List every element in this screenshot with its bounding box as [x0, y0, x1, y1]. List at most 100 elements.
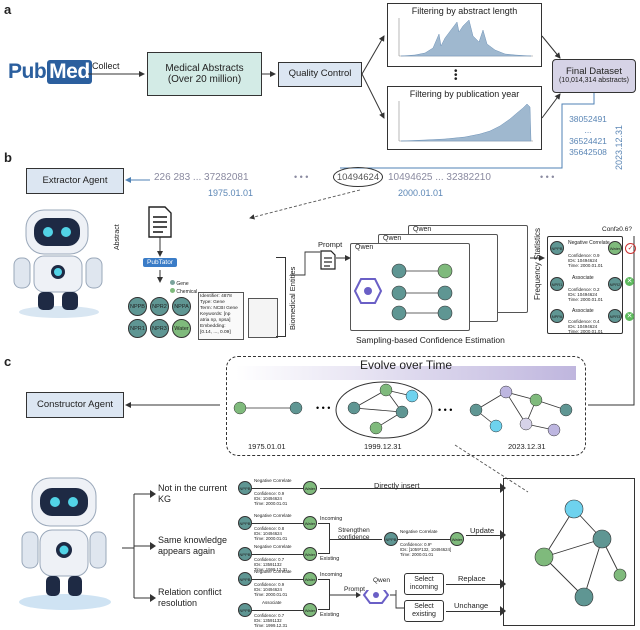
meta-ids: IDs: 13591132	[254, 561, 282, 567]
document-icon	[148, 206, 172, 238]
cross-icon: ✕	[625, 312, 634, 321]
meta-time: Time: 2000.01.01	[400, 551, 434, 557]
kg-node: NPPB	[238, 572, 252, 586]
update-label: Update	[470, 526, 495, 535]
result-conf: Confidence: 0.4	[568, 319, 600, 324]
filter-length-label: Filtering by abstract length	[411, 6, 518, 16]
result-conf: Confidence: 0.2	[568, 287, 600, 292]
result-card: Negative Correlate Confidence: 0.9 IDs: …	[547, 236, 623, 334]
kg-edge	[398, 539, 450, 540]
row1-meta: Confidence: 0.9 IDs: 10494624 Time: 2000…	[254, 491, 288, 507]
qwen-label: Qwen	[355, 244, 374, 251]
prompt-label-c: Prompt	[344, 586, 365, 593]
timeline-date-1: 1975.01.01	[208, 188, 254, 198]
medical-abstracts-box: Medical Abstracts (Over 20 million)	[147, 52, 262, 96]
pmid-dots-2: • • •	[540, 172, 555, 182]
meta-ids: IDs: 10494624	[254, 495, 282, 501]
branch-connector	[122, 490, 156, 602]
info-line: Type: Gene	[200, 299, 225, 305]
prompt-label-b: Prompt	[318, 240, 343, 249]
meta-ids: IDs: 10494624	[254, 586, 282, 592]
medical-title: Medical Abstracts	[165, 62, 244, 74]
replace-label: Replace	[458, 574, 486, 583]
svg-text:• • •: • • •	[438, 405, 452, 415]
result-node: NPR1	[550, 277, 564, 291]
constructor-agent-box: Constructor Agent	[26, 392, 124, 418]
incoming-label: Incoming	[320, 572, 343, 578]
evolve-label: Evolve over Time	[360, 358, 453, 372]
meta-conf: Confidence: 0.7	[254, 557, 285, 562]
filter-vertical-dots: •••	[454, 66, 458, 85]
strengthen-label: Strengthen confidence	[338, 527, 370, 542]
info-line: Identifier: 4878	[200, 294, 232, 299]
entity-node: NPPA	[172, 297, 191, 316]
quality-label: Quality Control	[288, 68, 352, 80]
result-ids: IDs: 10494624	[568, 292, 598, 298]
sampling-label: Sampling-based Confidence Estimation	[356, 335, 505, 345]
legend-gene: Gene	[176, 281, 189, 287]
result-node: Water	[608, 241, 622, 255]
kg-edge	[252, 610, 303, 611]
result-time: Time: 2000.01.01	[568, 263, 603, 269]
pmid-highlight: 10494624	[333, 167, 383, 187]
result-time: Time: 2000.01.01	[568, 297, 603, 303]
bio-entities-label: Biomedical Entities	[288, 266, 297, 330]
prompt-document-icon	[320, 250, 336, 270]
final-dataset-box: Final Dataset (10,014,314 abstracts)	[552, 59, 636, 93]
branch-not-in-kg: Not in the current KG	[158, 483, 228, 504]
kg-node: Water	[303, 481, 317, 495]
svg-text:• • •: • • •	[316, 403, 330, 413]
merge-bracket	[318, 523, 330, 554]
info-line: [0.14, ..., 0.09]	[200, 329, 231, 335]
final-id: 38052491	[569, 114, 607, 124]
strengthen-arrow	[330, 539, 382, 540]
filter-year-label: Filtering by publication year	[409, 89, 520, 99]
kg-edge	[252, 523, 303, 524]
meta-conf: Confidence: 0.7	[254, 613, 285, 618]
collect-label: Collect	[92, 61, 120, 71]
meta-time: Time: 2000.01.01	[254, 500, 288, 506]
pmid-highlight-text: 10494624	[336, 171, 380, 183]
entity-node: Water	[172, 319, 191, 338]
robot-illustration-2	[19, 477, 111, 610]
quality-control-box: Quality Control	[278, 62, 362, 87]
select-existing-label: Select existing	[412, 602, 436, 618]
kg-node: NPPB	[238, 603, 252, 617]
info-line: Keywords: [np	[200, 311, 231, 317]
info-line: atria np, npsa]	[200, 317, 231, 323]
arrowhead	[500, 483, 506, 493]
frequency-label: Frequency Statistics	[533, 227, 542, 300]
meta-ids: IDs: 13591132	[254, 617, 282, 623]
pubmed-logo-left: Pub	[8, 60, 47, 83]
final-id: 35642508	[569, 147, 607, 157]
meta-ids: IDs: [1059*132, 10494624]	[400, 546, 452, 552]
entity-info-card: Identifier: 4878 Type: Gene Term: NCBI G…	[198, 292, 244, 340]
evolve-date: 1999.12.31	[364, 442, 402, 451]
result-meta-1: Confidence: 0.9 IDs: 10494624 Time: 2000…	[568, 253, 603, 269]
meta-conf: Confidence: 0.9	[254, 582, 285, 587]
select-incoming-label: Select incoming	[409, 575, 438, 591]
panel-label-b: b	[4, 150, 12, 165]
check-icon: ✓	[625, 243, 636, 254]
result-node: NPR3	[608, 309, 622, 323]
pubtator-label: PubTator	[147, 259, 174, 266]
kg-node: Water	[303, 572, 317, 586]
info-line: Embedding:	[200, 323, 226, 329]
filter-length-box: Filtering by abstract length	[387, 3, 542, 67]
row2c-rel: Negative Correlate	[400, 529, 438, 534]
result-node: NPPB	[550, 241, 564, 255]
qwen-relation-graph	[353, 263, 453, 321]
final-id: 36524421	[569, 136, 607, 146]
final-id-list: 38052491 ... 36524421 35642508	[568, 114, 608, 158]
info-line: Term: NCBI Gene	[200, 305, 238, 311]
row1-rel: Negative Correlate	[254, 478, 292, 483]
branch-conflict: Relation conflict resolution	[158, 587, 222, 608]
timeline-date-2: 2000.01.01	[398, 188, 444, 198]
kg-node: NPPB	[384, 532, 398, 546]
pmid-row-1: 226 283 ... 37282081	[154, 172, 249, 183]
kg-edge	[252, 579, 303, 580]
kg-node: NPPB	[238, 481, 252, 495]
qwen-card-front: Qwen	[350, 243, 470, 331]
entity-node: NPR1	[128, 319, 147, 338]
